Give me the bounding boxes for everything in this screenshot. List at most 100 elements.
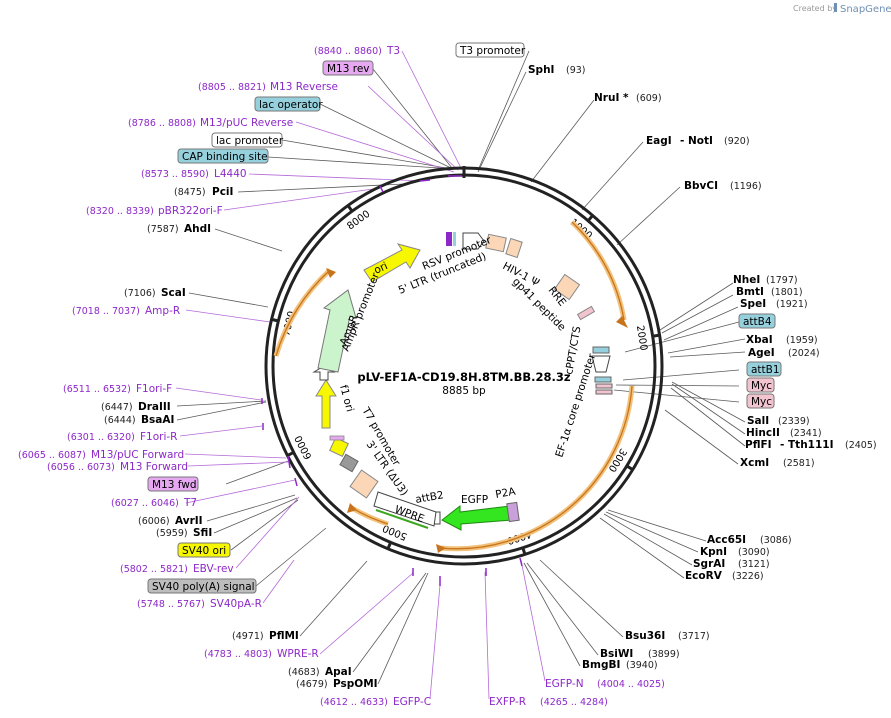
enzyme-pcii[interactable]: PciI: [212, 186, 233, 198]
tick-mark-1000: [586, 213, 595, 223]
box-myc-2-label: Myc: [751, 396, 772, 408]
arc-wpre-arrowhead: [347, 503, 357, 513]
primer-ebv[interactable]: EBV-rev: [193, 563, 234, 575]
enzyme-scai[interactable]: ScaI: [161, 287, 186, 299]
arc-gp41: [570, 220, 627, 321]
enzyme-eagi-pos: (920): [724, 136, 750, 147]
primer-sv40pa[interactable]: SV40pA-R: [210, 598, 262, 610]
label-egfp: EGFP: [461, 494, 488, 506]
enzyme-bsu36i[interactable]: Bsu36I: [625, 630, 665, 642]
enzyme-kpni-pos: (3090): [738, 547, 770, 558]
myc2-mark: [595, 389, 613, 395]
enzyme-bsiwi[interactable]: BsiWI: [600, 648, 633, 660]
enzyme-pflmi[interactable]: PflMI: [269, 630, 299, 642]
enzyme-hincii[interactable]: HincII: [746, 427, 780, 439]
enzyme-hincii-pos: (2341): [790, 428, 822, 439]
box-myc-1[interactable]: [746, 377, 775, 393]
primer-pbr322[interactable]: pBR322ori-F: [158, 205, 223, 217]
enzyme-ecorv[interactable]: EcoRV: [685, 570, 723, 582]
enzyme-avrii[interactable]: AvrII: [175, 515, 203, 527]
enzyme-sali-pos: (2339): [778, 416, 810, 427]
primer-m13rev[interactable]: M13 Reverse: [270, 81, 338, 93]
enzyme-bsiwi-pos: (3899): [648, 649, 680, 660]
enzyme-agei[interactable]: AgeI: [748, 347, 775, 359]
box-m13fwd-label: M13 fwd: [152, 479, 197, 491]
tick-mark-7000: [270, 317, 280, 323]
primer-egfpc-range: (4612 .. 4633): [320, 697, 388, 708]
enzyme-sgrai-pos: (3121): [738, 559, 770, 570]
primer-cluster-mark: [446, 232, 452, 246]
primer-pbr322-range: (8320 .. 8339): [86, 206, 154, 217]
enzyme-xbai[interactable]: XbaI: [746, 334, 773, 346]
label-cppt: cPPT/CTS: [563, 325, 583, 375]
primer-exfpr[interactable]: EXFP-R: [489, 696, 526, 708]
primer-m13puc-fwd[interactable]: M13/pUC Forward: [91, 449, 184, 461]
box-lac-promoter[interactable]: [211, 132, 283, 148]
box-sv40-polya[interactable]: [147, 578, 257, 594]
enzyme-eagi[interactable]: EagI: [646, 135, 672, 147]
enzyme-sfii[interactable]: SfiI: [193, 527, 212, 539]
primer-t3[interactable]: T3: [386, 45, 400, 57]
enzyme-ahdi-pos: (7587): [147, 224, 179, 235]
plasmid-name: pLV-EF1A-CD19.8H.8TM.BB.28.3z: [357, 370, 570, 384]
hiv-psi-box: [505, 237, 523, 259]
myc1-mark: [595, 383, 613, 389]
primer-t3-range: (8840 .. 8860): [314, 46, 382, 57]
primer-ampr[interactable]: Amp-R: [145, 305, 180, 317]
arc-ef1a-egfp: [439, 385, 635, 552]
enzyme-sphi[interactable]: SphI: [528, 64, 554, 76]
enzyme-sphi-pos: (93): [566, 65, 586, 76]
enzyme-nhei[interactable]: NheI: [733, 274, 760, 286]
primer-marks: [261, 175, 523, 586]
enzyme-xcmi[interactable]: XcmI: [740, 457, 769, 469]
enzyme-nrui[interactable]: NruI *: [594, 92, 629, 104]
enzyme-acc65i-pos: (3086): [760, 535, 792, 546]
primer-t7-range: (6027 .. 6046): [111, 498, 179, 509]
enzyme-pflfi-pos: (2405): [845, 440, 877, 451]
enzyme-noti[interactable]: - NotI: [680, 135, 713, 147]
box-t3-promoter[interactable]: [455, 42, 525, 58]
enzyme-tth111i[interactable]: - Tth111I: [780, 439, 834, 451]
enzyme-pflfi[interactable]: PflFI: [745, 439, 772, 451]
primer-m13fwd[interactable]: M13 Forward: [120, 461, 188, 473]
box-m13rev[interactable]: [322, 60, 374, 76]
box-sv40-ori[interactable]: [177, 542, 231, 558]
primer-t7[interactable]: T7: [183, 497, 197, 509]
box-m13fwd[interactable]: [147, 476, 199, 492]
box-attb4-label: attB4: [743, 316, 772, 328]
enzyme-sgrai[interactable]: SgrAI: [693, 558, 725, 570]
box-lac-operator[interactable]: [254, 96, 321, 112]
enzyme-avrii-pos: (6006): [138, 516, 170, 527]
enzyme-psppomi[interactable]: PspOMI: [333, 678, 378, 690]
gp41-box: [576, 305, 596, 321]
box-myc-2[interactable]: [746, 393, 775, 409]
primer-f1ori-r[interactable]: F1ori-R: [140, 431, 177, 443]
enzyme-acc65i[interactable]: Acc65I: [707, 534, 746, 546]
label-attb2: attB2: [414, 489, 444, 506]
enzyme-sali[interactable]: SalI: [747, 415, 769, 427]
enzyme-ahdi[interactable]: AhdI: [184, 223, 211, 235]
primer-m13puc-rev[interactable]: M13/pUC Reverse: [200, 117, 293, 129]
primer-egfpn[interactable]: EGFP-N: [545, 678, 584, 690]
primer-egfpc[interactable]: EGFP-C: [393, 696, 431, 708]
enzyme-ecorv-pos: (3226): [732, 571, 764, 582]
enzyme-bsaai[interactable]: BsaAI: [141, 414, 174, 426]
enzyme-bmti[interactable]: BmtI: [736, 286, 764, 298]
tick-label-2000: 2000: [634, 325, 649, 352]
primer-wpre[interactable]: WPRE-R: [277, 648, 319, 660]
enzyme-bbvci[interactable]: BbvCI: [684, 180, 718, 192]
enzyme-bmgbi[interactable]: BmgBI: [582, 659, 620, 671]
box-attb1[interactable]: [746, 361, 782, 377]
primer-f1ori-r-range: (6301 .. 6320): [67, 432, 135, 443]
primer-exfpr-range: (4265 .. 4284): [540, 697, 608, 708]
box-cap-binding[interactable]: [177, 148, 269, 164]
enzyme-draiii[interactable]: DraIII: [138, 401, 171, 413]
primer-l4440[interactable]: L4440: [214, 168, 247, 180]
enzyme-kpni[interactable]: KpnI: [700, 546, 727, 558]
enzyme-spei[interactable]: SpeI: [740, 298, 766, 310]
enzyme-apai[interactable]: ApaI: [325, 666, 352, 678]
primer-f1ori-f[interactable]: F1ori-F: [136, 383, 172, 395]
box-attb4[interactable]: [738, 313, 776, 329]
branding-product: SnapGene: [840, 4, 891, 15]
attb1-mark: [594, 376, 612, 383]
